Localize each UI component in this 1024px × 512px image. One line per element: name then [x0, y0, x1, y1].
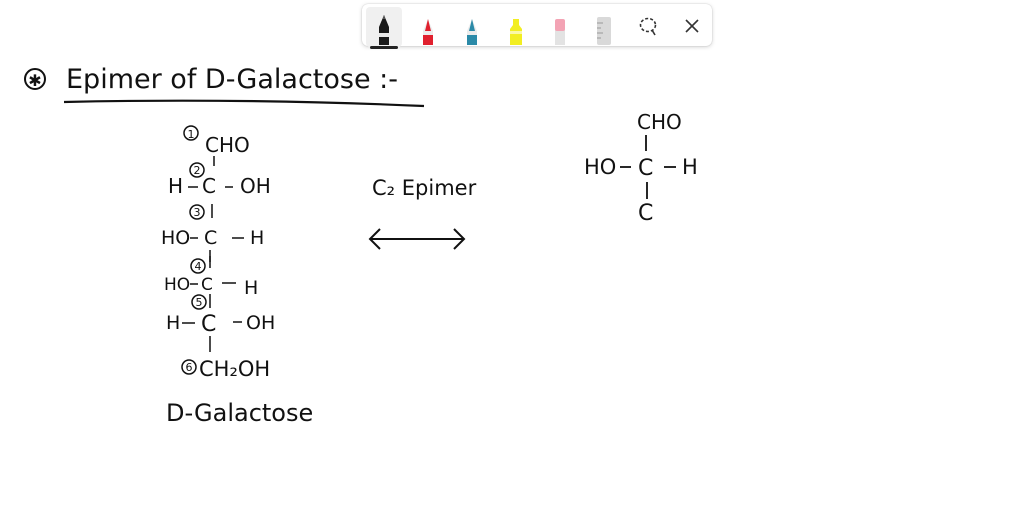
c2-carbon: C [202, 174, 216, 198]
c6-ch2oh: CH₂OH [199, 357, 270, 381]
eraser-tool[interactable] [542, 7, 578, 47]
epimer-arrow-group: C₂ Epimer [368, 176, 477, 250]
c4-ho-left: HO [164, 275, 190, 295]
c3-ho-left: HO [161, 227, 190, 249]
highlighter-icon [510, 19, 522, 45]
c4-h-right: H [244, 277, 258, 299]
c1-cho: CHO [205, 133, 250, 157]
epimer-ho-left: HO [584, 155, 616, 179]
eraser-icon [555, 19, 565, 45]
c2-oh-right: OH [240, 174, 271, 198]
note-title: Epimer of D-Galactose :- [66, 64, 398, 95]
epimer-h-right: H [682, 155, 698, 179]
c5-carbon: C [201, 312, 216, 337]
epimer-carbon: C [638, 156, 653, 181]
carbon-number-6: 6 [186, 361, 193, 374]
epimer-arrow-label: C₂ Epimer [372, 176, 477, 200]
black-pen-icon [379, 15, 389, 45]
carbon-number-2: 2 [194, 164, 201, 177]
c5-h-left: H [166, 312, 180, 334]
c2-h-left: H [168, 174, 183, 198]
note-title-group: ✱ Epimer of D-Galactose :- [24, 64, 425, 108]
yellow-highlighter-tool[interactable] [498, 7, 534, 47]
epimer-carbon-bottom: C [638, 201, 653, 226]
carbon-number-1: 1 [188, 128, 195, 141]
teal-pen-tool[interactable] [454, 7, 490, 47]
epimer-structure: CHO HO C H C [584, 110, 698, 226]
carbon-number-5: 5 [196, 296, 203, 309]
c3-h-right: H [250, 227, 264, 249]
galactose-label: D-Galactose [166, 399, 313, 427]
c4-carbon: C [201, 275, 213, 295]
galactose-structure: 1 CHO 2 H C OH 3 HO C H 4 HO C H 5 H [161, 125, 313, 427]
close-button[interactable] [674, 7, 710, 47]
red-pen-icon [423, 19, 433, 45]
carbon-number-3: 3 [194, 206, 201, 219]
ruler-icon [597, 17, 611, 45]
close-icon [685, 19, 699, 33]
black-pen-tool[interactable] [366, 7, 402, 49]
epimer-cho: CHO [637, 110, 682, 134]
red-pen-tool[interactable] [410, 7, 446, 47]
lasso-select-icon [639, 17, 657, 36]
lasso-select-tool[interactable] [630, 7, 666, 47]
c5-oh-right: OH [246, 312, 275, 334]
ink-toolbar [362, 4, 712, 49]
ruler-tool[interactable] [586, 7, 622, 47]
title-underline [63, 99, 425, 108]
teal-pen-icon [467, 19, 477, 45]
carbon-number-4: 4 [195, 260, 202, 273]
title-bullet: ✱ [28, 71, 41, 90]
c3-carbon: C [204, 227, 217, 249]
